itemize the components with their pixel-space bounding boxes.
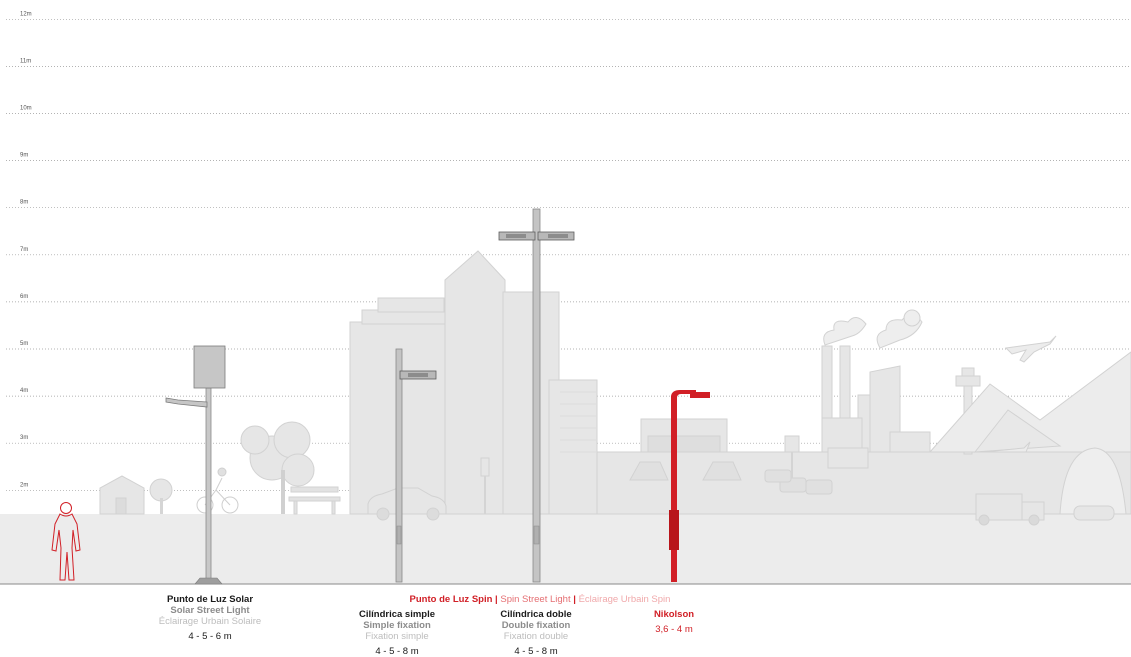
solar-subtitle-en: Solar Street Light [170,605,250,616]
bench [288,486,341,515]
grid-label-6m: 6m [20,294,28,300]
solar-street-light [165,345,226,585]
grid-label-10m: 10m [20,106,32,112]
tunnel-arch [1059,447,1127,515]
grid-label-4m: 4m [20,388,28,394]
spin-double-heights: 4 - 5 - 8 m [514,646,558,657]
nikolson-street-light [669,390,710,582]
factory-smoke [823,317,867,346]
grid-label-11m: 11m [20,58,31,64]
solar-arm [165,397,208,408]
grid-label-7m: 7m [20,247,28,253]
solar-pole [205,387,212,583]
spin-double-subtitle-fr: Fixation double [503,631,569,642]
caption-spin-header: Punto de Luz Spin | Spin Street Light | … [280,594,800,605]
traffic-light [480,457,490,477]
grid-label-9m: 9m [20,153,28,159]
spin-double-subtitle-en: Double fixation [501,620,571,631]
ground-band [0,514,1131,584]
spin-double-pole [532,208,541,583]
big-tree [240,421,315,514]
spin-title-fr: Éclairage Urbain Spin [578,594,671,605]
grid-label-8m: 8m [20,200,28,206]
caption-solar: Punto de Luz Solar Solar Street Light Éc… [148,594,272,642]
nikolson-pole [671,396,677,582]
nikolson-arm [671,390,696,398]
parked-cars [629,461,833,495]
house-left [99,475,145,515]
truck [827,447,869,469]
height-scale-grid: 1m2m3m4m5m6m7m8m9m10m11m12m [6,11,1131,538]
solar-title: Punto de Luz Solar [166,594,254,605]
solar-panel-box [193,345,226,389]
grid-label-5m: 5m [20,341,28,347]
spin-double-title: Cilíndrica doble [500,609,572,620]
spin-separator-2: | [573,594,576,605]
caption-spin-simple: Cilíndrica simple Simple fixation Fixati… [345,609,449,657]
spin-double-street-light [498,208,575,583]
airplane [1004,335,1057,363]
spin-simple-street-light [395,348,437,583]
tree-left [149,478,173,502]
nikolson-luminaire [690,392,710,398]
person-scale-figure [51,502,81,581]
spin-separator-1: | [495,594,498,605]
caption-spin-double: Cilíndrica doble Double fixation Fixatio… [484,609,588,657]
solar-subtitle-fr: Éclairage Urbain Solaire [158,616,262,627]
spin-simple-subtitle-en: Simple fixation [363,620,431,631]
spin-simple-subtitle-fr: Fixation simple [365,631,429,642]
spin-simple-heights: 4 - 5 - 8 m [375,646,419,657]
nikolson-title: Nikolson [653,609,695,620]
car-center [367,487,447,515]
spin-simple-title: Cilíndrica simple [358,609,436,620]
grid-label-3m: 3m [20,435,28,441]
spin-title-en: Spin Street Light [500,594,571,605]
tower-roof-building [444,250,506,515]
grid-label-2m: 2m [20,482,28,488]
spin-simple-pole [395,348,403,583]
grid-label-12m: 12m [20,11,32,17]
nikolson-heights: 3,6 - 4 m [655,624,693,635]
spin-title-es: Punto de Luz Spin [409,594,493,605]
solar-heights: 4 - 5 - 6 m [188,631,232,642]
caption-nikolson: Nikolson 3,6 - 4 m [634,609,714,635]
city-skyline [0,250,1131,584]
